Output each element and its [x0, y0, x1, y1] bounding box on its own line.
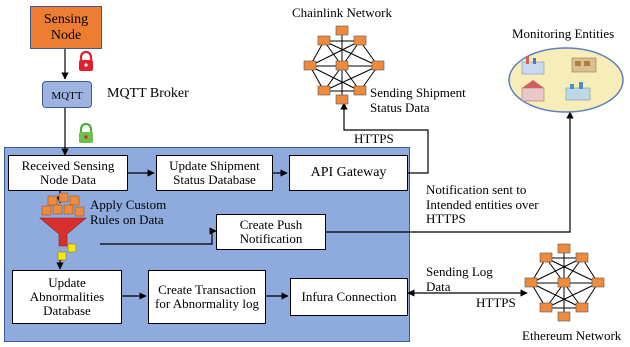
- update-shipment-box: Update Shipment Status Database: [156, 155, 273, 191]
- mqtt-box: MQTT: [42, 81, 92, 108]
- mqtt-label: MQTT: [51, 90, 83, 102]
- arrow-push-to-monitoring: [326, 111, 574, 233]
- arrow-api-to-chainlink: [340, 102, 429, 174]
- cloud-icon: [508, 47, 624, 113]
- update-abnormalities-box: Update Abnormalities Database: [12, 270, 122, 324]
- https-top-label: HTTPS: [354, 131, 394, 146]
- lab-icon: [565, 82, 591, 101]
- monitoring-entities-label: Monitoring Entities: [512, 26, 615, 41]
- sending-log-label: Sending Log Data: [426, 264, 493, 294]
- lock-icon: [79, 50, 93, 71]
- arrow-funnel-to-push: [100, 227, 217, 245]
- received-sensing-box: Received Sensing Node Data: [8, 155, 128, 191]
- sending-shipment-status-label: Sending Shipment Status Data: [370, 85, 466, 115]
- create-transaction-box: Create Transaction for Abnormality log: [148, 270, 266, 324]
- apply-rules-label: Apply Custom Rules on Data: [90, 197, 167, 227]
- https-bottom-label: HTTPS: [476, 295, 516, 310]
- chainlink-network-icon: [303, 25, 385, 105]
- hospital-icon: [521, 80, 545, 102]
- factory-icon: [521, 56, 545, 75]
- mqtt-broker-label: MQTT Broker: [107, 86, 189, 101]
- funnel-icon: [39, 192, 87, 261]
- chainlink-network-label: Chainlink Network: [292, 5, 393, 20]
- unlock-icon: [79, 122, 93, 143]
- api-gateway-box: API Gateway: [289, 155, 408, 191]
- sensing-node-box: Sensing Node: [30, 6, 102, 49]
- infura-connection-box: Infura Connection: [290, 278, 408, 316]
- warehouse-icon: [571, 57, 597, 73]
- ethereum-network-icon: [524, 243, 605, 322]
- notification-sent-label: Notification sent to Intended entities o…: [426, 182, 539, 227]
- ethereum-network-label: Ethereum Network: [522, 328, 622, 343]
- create-push-box: Create Push Notification: [216, 214, 326, 250]
